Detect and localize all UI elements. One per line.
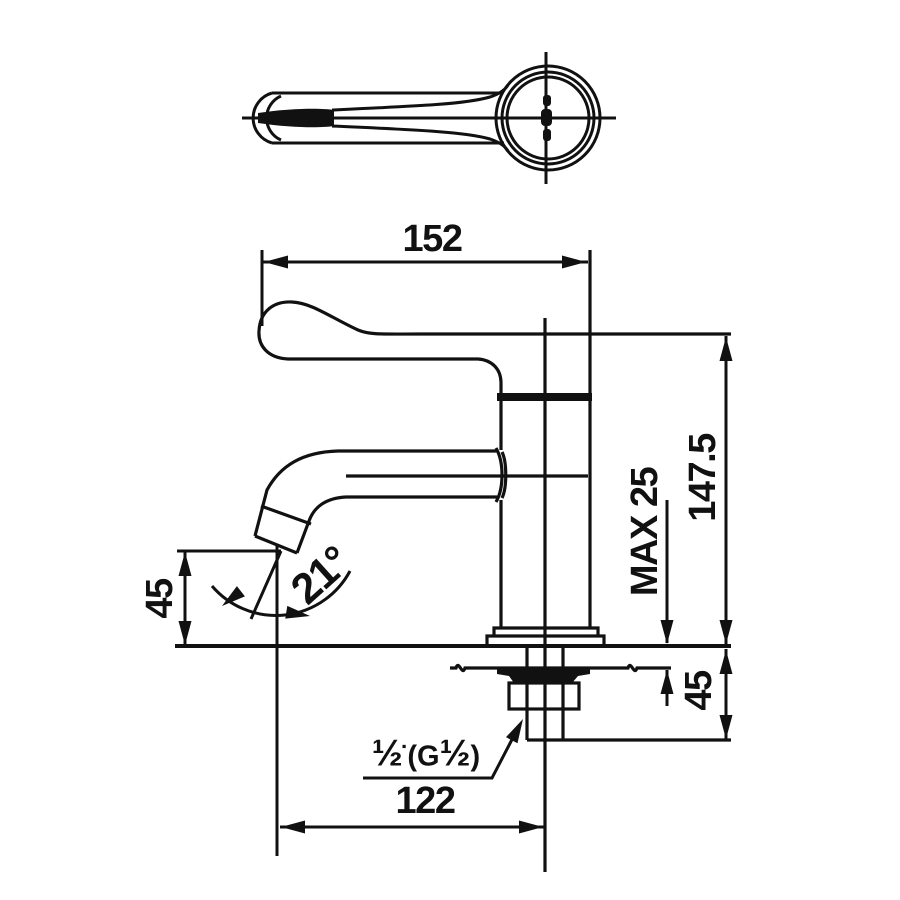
spout-axis-extension [249,550,283,620]
dim-text-spout-outlet-height: 45 [139,579,181,619]
spout-outlet-face [254,534,298,555]
dim-text-below-deck-depth: 45 [678,671,720,711]
thread-leader-line [363,725,521,780]
spout-bottom-edge [295,495,497,554]
handle-top-outline [257,300,731,336]
handle-bottom-outline [257,330,503,393]
side-view-solids [497,393,592,683]
faucet-side-view [175,250,731,872]
thread-fraction-b: ½ [439,732,471,774]
spout-collar [494,447,504,503]
arrowhead [281,820,305,834]
dimension-lines [177,250,728,856]
arrowhead [178,621,192,645]
brand-mark [543,129,551,141]
arrowhead [264,255,288,269]
arrowhead [178,552,192,576]
arrowhead [719,337,733,361]
brand-mark [541,109,552,126]
arrowhead [719,650,733,674]
arrowhead [719,620,733,644]
deck-washer [497,668,590,683]
handle-plan-details [258,95,552,141]
blade-inner-shading [258,108,334,128]
arrowhead [660,670,674,694]
arrowhead [519,820,543,834]
dim-text-max-thickness: MAX 25 [624,467,666,597]
thread-g: (G [407,740,440,773]
handle-cap-outer-circle [494,64,602,172]
inch-mark: ▪ [401,738,407,754]
handle-cap-mid-circle [500,70,596,166]
arrowhead [562,255,586,269]
arrowhead [505,715,529,744]
spout-aerator-line [260,504,312,526]
blade-end-cap-outer [251,91,273,145]
handle-joint-band [497,393,592,401]
spout-top-edge [253,449,497,537]
handle-cap-inner-circle [505,75,591,161]
dim-text-mounting-reach: 122 [395,780,456,822]
thread-fraction-a: ½ [371,732,403,774]
arrowhead [660,620,674,644]
brand-mark [543,95,551,106]
arrowhead [719,715,733,739]
dim-text-overall-height: 147.5 [682,434,724,522]
dim-text-overall-length: 152 [402,218,463,260]
spout-collar [500,451,508,499]
handle-plan-view [242,52,616,184]
thread-close: ) [470,740,481,773]
thread-size-label: ½▪(G½) [372,735,480,772]
